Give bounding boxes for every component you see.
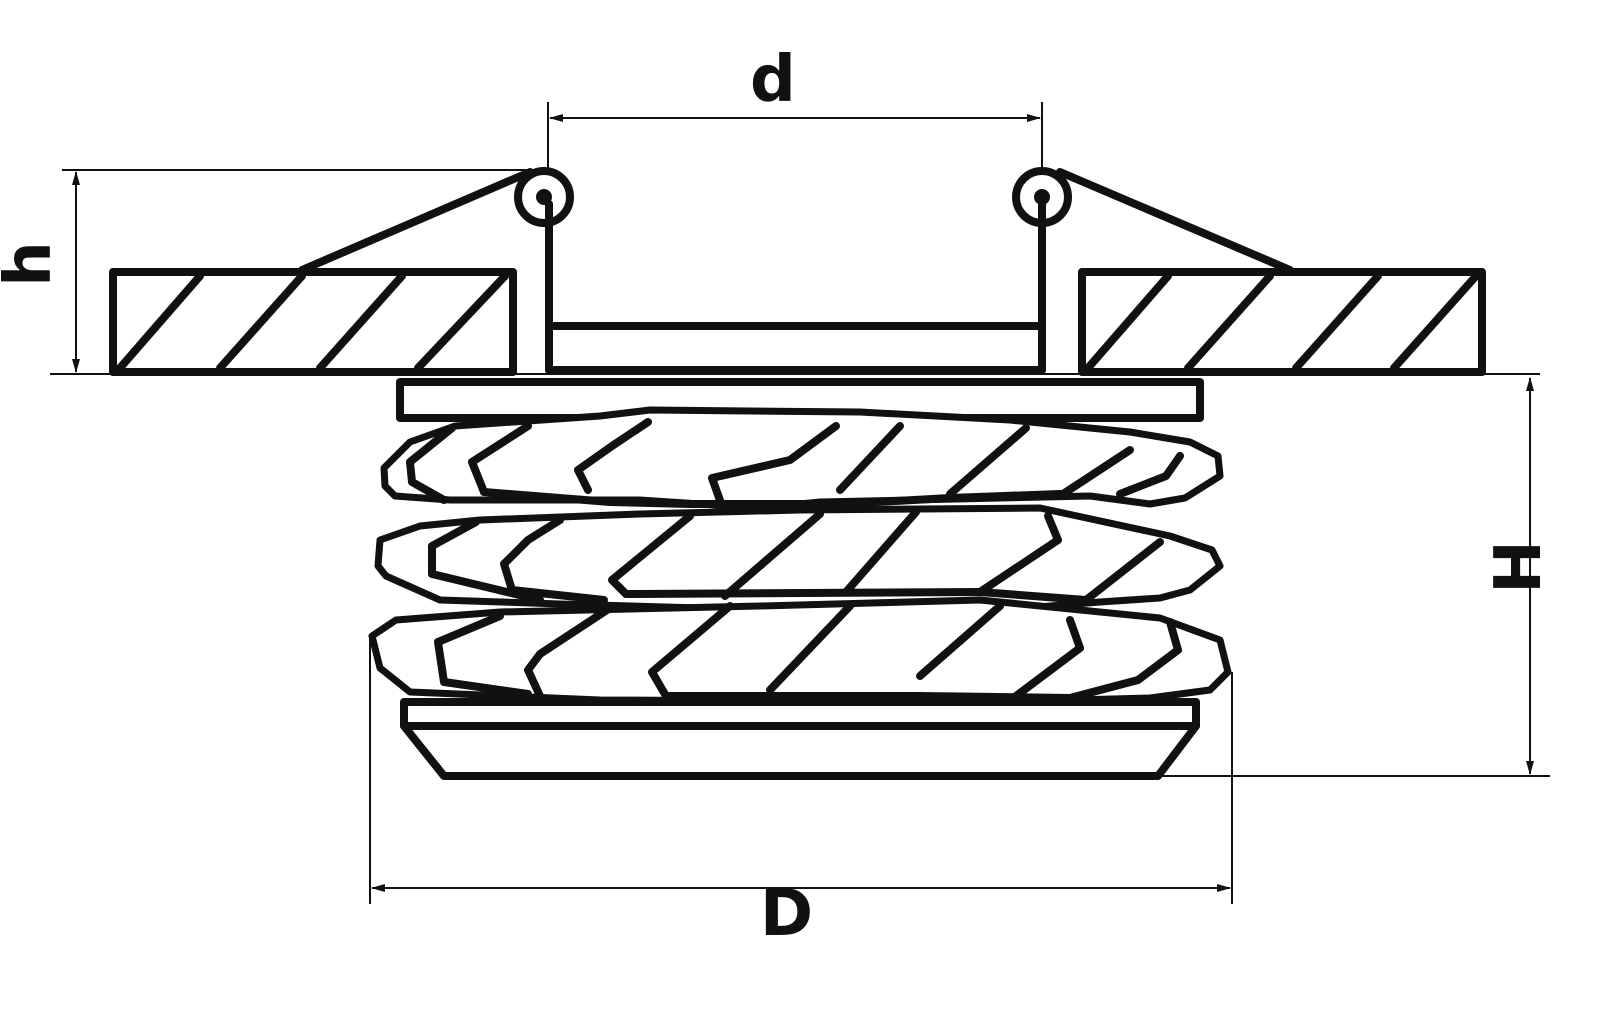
- bevelled-base: [400, 722, 1200, 780]
- spring-clip-right: [1012, 167, 1294, 374]
- dimension-label-H: H: [1481, 540, 1556, 594]
- dimension-label-h: h: [0, 241, 66, 287]
- ceiling-section-right: [1078, 268, 1486, 376]
- dimension-H: [1158, 377, 1550, 777]
- dimension-label-d: d: [750, 43, 796, 117]
- crystal-layer-3: [368, 596, 1232, 706]
- dimension-h: [62, 169, 548, 373]
- spring-clip-left: [298, 167, 574, 374]
- bottom-flange: [400, 698, 1200, 730]
- lamp-housing: [545, 322, 1046, 374]
- dimension-D: [369, 636, 1233, 904]
- dimension-d: [547, 102, 1043, 172]
- crystal-layer-1: [380, 406, 1224, 512]
- crystal-layer-2: [374, 504, 1224, 614]
- ceiling-section-left: [109, 268, 517, 376]
- dimension-label-D: D: [760, 877, 814, 951]
